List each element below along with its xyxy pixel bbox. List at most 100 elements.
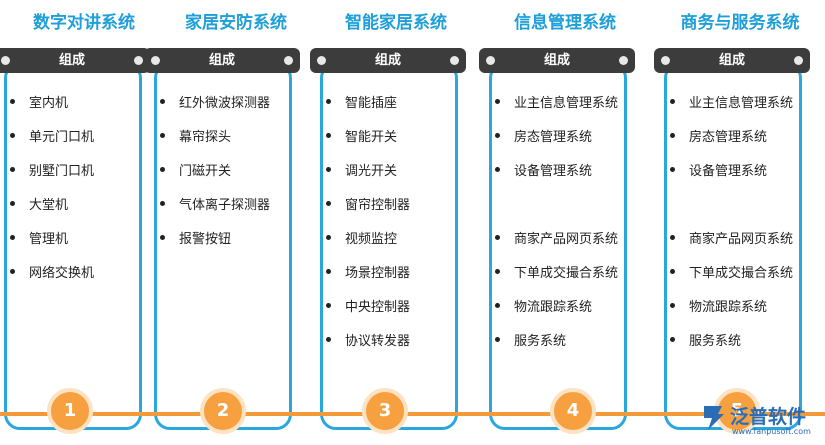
- list-item-label: 服务系统: [514, 334, 567, 349]
- timeline-line: [0, 412, 825, 416]
- list-item: 调光开关: [326, 162, 410, 196]
- list-item: 场景控制器: [326, 264, 410, 298]
- step-number-4: 4: [550, 388, 596, 434]
- list-item: 物流跟踪系统: [670, 298, 793, 332]
- bullet-icon: [495, 235, 500, 240]
- list-item-label: 智能插座: [345, 96, 398, 111]
- component-list: 业主信息管理系统 房态管理系统 设备管理系统 商家产品网页系统 下单成交撮合系统…: [670, 94, 793, 366]
- list-item: 物流跟踪系统: [495, 298, 618, 332]
- list-item-label: 商家产品网页系统: [514, 232, 619, 247]
- bullet-icon: [160, 201, 165, 206]
- column-info-management: 信息管理系统 组成 业主信息管理系统 房态管理系统 设备管理系统 商家产品网页系…: [479, 0, 645, 445]
- list-item-label: 幕帘探头: [179, 130, 232, 145]
- list-item: 中央控制器: [326, 298, 410, 332]
- column-title: 信息管理系统: [514, 13, 616, 33]
- list-item-label: 房态管理系统: [689, 130, 768, 145]
- list-item-label: 气体离子探测器: [179, 198, 271, 213]
- column-panel: [320, 62, 458, 430]
- list-item-label: 服务系统: [689, 334, 742, 349]
- list-item-label: 视频监控: [345, 232, 398, 247]
- bullet-icon: [670, 337, 675, 342]
- list-item: 服务系统: [670, 332, 793, 366]
- list-item: 网络交换机: [10, 264, 94, 298]
- bullet-icon: [670, 303, 675, 308]
- bullet-icon: [160, 235, 165, 240]
- list-item: 报警按钮: [160, 230, 270, 264]
- list-item-label: 中央控制器: [345, 300, 411, 315]
- bullet-icon: [10, 99, 15, 104]
- step-number-3: 3: [362, 388, 408, 434]
- list-item: 单元门口机: [10, 128, 94, 162]
- bullet-icon: [670, 167, 675, 172]
- component-header: 组成: [0, 48, 150, 73]
- list-item: 别墅门口机: [10, 162, 94, 196]
- list-item: 视频监控: [326, 230, 410, 264]
- bullet-icon: [160, 167, 165, 172]
- component-header-label: 组成: [374, 53, 401, 68]
- step-number-2: 2: [200, 388, 246, 434]
- component-header-label: 组成: [208, 53, 235, 68]
- component-list: 室内机 单元门口机 别墅门口机 大堂机 管理机 网络交换机: [10, 94, 94, 298]
- list-item: 窗帘控制器: [326, 196, 410, 230]
- column-title: 数字对讲系统: [33, 13, 135, 33]
- column-panel: [4, 62, 142, 430]
- list-item: 下单成交撮合系统: [670, 264, 793, 298]
- bullet-icon: [670, 133, 675, 138]
- list-item-label: 下单成交撮合系统: [689, 266, 794, 281]
- component-header: 组成: [479, 48, 635, 73]
- list-item-label: 协议转发器: [345, 334, 411, 349]
- bullet-icon: [326, 133, 331, 138]
- bullet-icon: [495, 269, 500, 274]
- bullet-icon: [670, 235, 675, 240]
- bullet-icon: [326, 235, 331, 240]
- list-item: 房态管理系统: [670, 128, 793, 162]
- list-item-label: 智能开关: [345, 130, 398, 145]
- list-item-label: 门磁开关: [179, 164, 232, 179]
- list-spacer: [495, 196, 618, 230]
- column-title: 家居安防系统: [185, 13, 287, 33]
- list-item: 商家产品网页系统: [670, 230, 793, 264]
- bullet-icon: [10, 167, 15, 172]
- list-item: 协议转发器: [326, 332, 410, 366]
- list-item: 设备管理系统: [670, 162, 793, 196]
- list-item: 管理机: [10, 230, 94, 264]
- list-item-label: 业主信息管理系统: [514, 96, 619, 111]
- bullet-icon: [495, 337, 500, 342]
- list-item-label: 设备管理系统: [689, 164, 768, 179]
- list-item: 房态管理系统: [495, 128, 618, 162]
- bullet-icon: [326, 269, 331, 274]
- bullet-icon: [326, 201, 331, 206]
- list-item-label: 室内机: [29, 96, 69, 111]
- watermark-url: www.fanpusoft.com: [732, 427, 811, 436]
- list-item: 室内机: [10, 94, 94, 128]
- watermark: 泛普软件 www.fanpusoft.com: [700, 400, 825, 440]
- list-item-label: 网络交换机: [29, 266, 95, 281]
- bullet-icon: [10, 269, 15, 274]
- list-item-label: 房态管理系统: [514, 130, 593, 145]
- bullet-icon: [495, 99, 500, 104]
- list-item-label: 红外微波探测器: [179, 96, 271, 111]
- bullet-icon: [160, 99, 165, 104]
- list-item-label: 物流跟踪系统: [689, 300, 768, 315]
- bullet-icon: [160, 133, 165, 138]
- list-item-label: 窗帘控制器: [345, 198, 411, 213]
- bullet-icon: [670, 269, 675, 274]
- list-item: 下单成交撮合系统: [495, 264, 618, 298]
- step-number-1: 1: [47, 388, 93, 434]
- list-item-label: 设备管理系统: [514, 164, 593, 179]
- bullet-icon: [495, 133, 500, 138]
- component-header-label: 组成: [718, 53, 745, 68]
- list-item-label: 物流跟踪系统: [514, 300, 593, 315]
- bullet-icon: [10, 133, 15, 138]
- column-smart-home: 智能家居系统 组成 智能插座 智能开关 调光开关 窗帘控制器 视频监控 场景控制…: [310, 0, 476, 445]
- list-spacer: [670, 196, 793, 230]
- list-item: 商家产品网页系统: [495, 230, 618, 264]
- bullet-icon: [326, 303, 331, 308]
- component-header: 组成: [654, 48, 810, 73]
- column-title: 智能家居系统: [345, 13, 447, 33]
- list-item-label: 下单成交撮合系统: [514, 266, 619, 281]
- list-item: 幕帘探头: [160, 128, 270, 162]
- column-intercom: 数字对讲系统 组成 室内机 单元门口机 别墅门口机 大堂机 管理机 网络交换机: [0, 0, 160, 445]
- list-item-label: 业主信息管理系统: [689, 96, 794, 111]
- component-list: 智能插座 智能开关 调光开关 窗帘控制器 视频监控 场景控制器 中央控制器 协议…: [326, 94, 410, 366]
